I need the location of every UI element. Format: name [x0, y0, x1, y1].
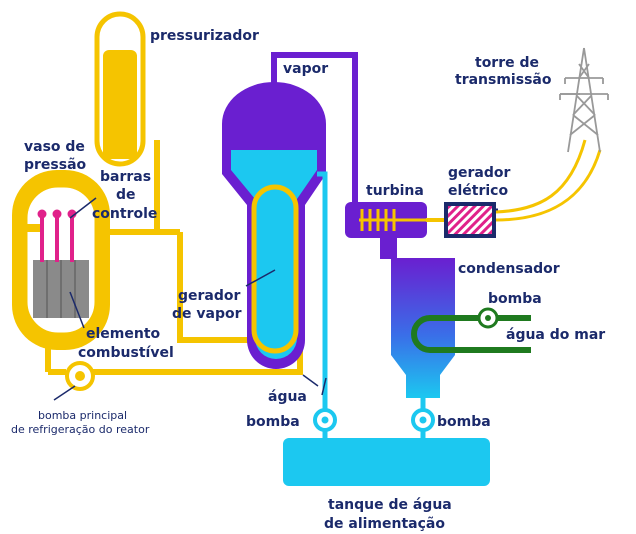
fuel-elements: [33, 260, 89, 318]
generator-label-line2: elétrico: [448, 183, 508, 199]
main-coolant-pump: [65, 361, 95, 391]
seawater-loop: [411, 315, 531, 353]
condenser-label: condensador: [458, 261, 560, 277]
rods-label-line3: controle: [92, 206, 157, 222]
vessel-label-line1: vaso de: [24, 139, 85, 155]
main-pump-label-line1: bomba principal: [38, 409, 127, 422]
steam-generator-label-line2: de vapor: [172, 306, 242, 322]
condenser: [380, 237, 455, 398]
water-label: água: [268, 389, 307, 405]
tower-label-line2: transmissão: [455, 72, 552, 88]
steam-label: vapor: [283, 61, 328, 77]
feedwater-pump-right: [411, 408, 435, 432]
electric-generator: [444, 202, 498, 238]
leader-lines: [53, 197, 327, 401]
steam-generator-label-line1: gerador: [178, 288, 241, 304]
pressurizer-label: pressurizador: [150, 28, 259, 44]
transmission-tower: [559, 47, 609, 153]
turbine-label: turbina: [366, 183, 424, 199]
feedwater-pump-left: [313, 408, 337, 432]
vessel-label-line2: pressão: [24, 157, 87, 173]
rods-label-line1: barras: [100, 169, 151, 185]
left-pump-label: bomba: [246, 414, 300, 430]
fuel-label-line2: combustível: [78, 345, 174, 361]
main-pump-label-line2: de refrigeração do reator: [11, 423, 150, 436]
power-lines: [495, 139, 602, 222]
fuel-label-line1: elemento: [86, 326, 161, 342]
seawater-label: água do mar: [506, 327, 605, 343]
feedwater-tank: [283, 438, 490, 486]
steam-line: [271, 52, 358, 205]
generator-label-line1: gerador: [448, 165, 511, 181]
seawater-pump-label: bomba: [488, 291, 542, 307]
steam-generator: [222, 82, 326, 369]
right-pump-label: bomba: [437, 414, 491, 430]
seawater-pump: [477, 307, 499, 329]
rods-label-line2: de: [116, 187, 136, 203]
tank-label-line1: tanque de água: [328, 497, 452, 513]
pressurizer: [94, 11, 146, 167]
control-rods: [37, 209, 77, 262]
tank-label-line2: de alimentação: [324, 516, 445, 532]
turbine: [345, 202, 446, 238]
tower-label-line1: torre de: [475, 55, 539, 71]
